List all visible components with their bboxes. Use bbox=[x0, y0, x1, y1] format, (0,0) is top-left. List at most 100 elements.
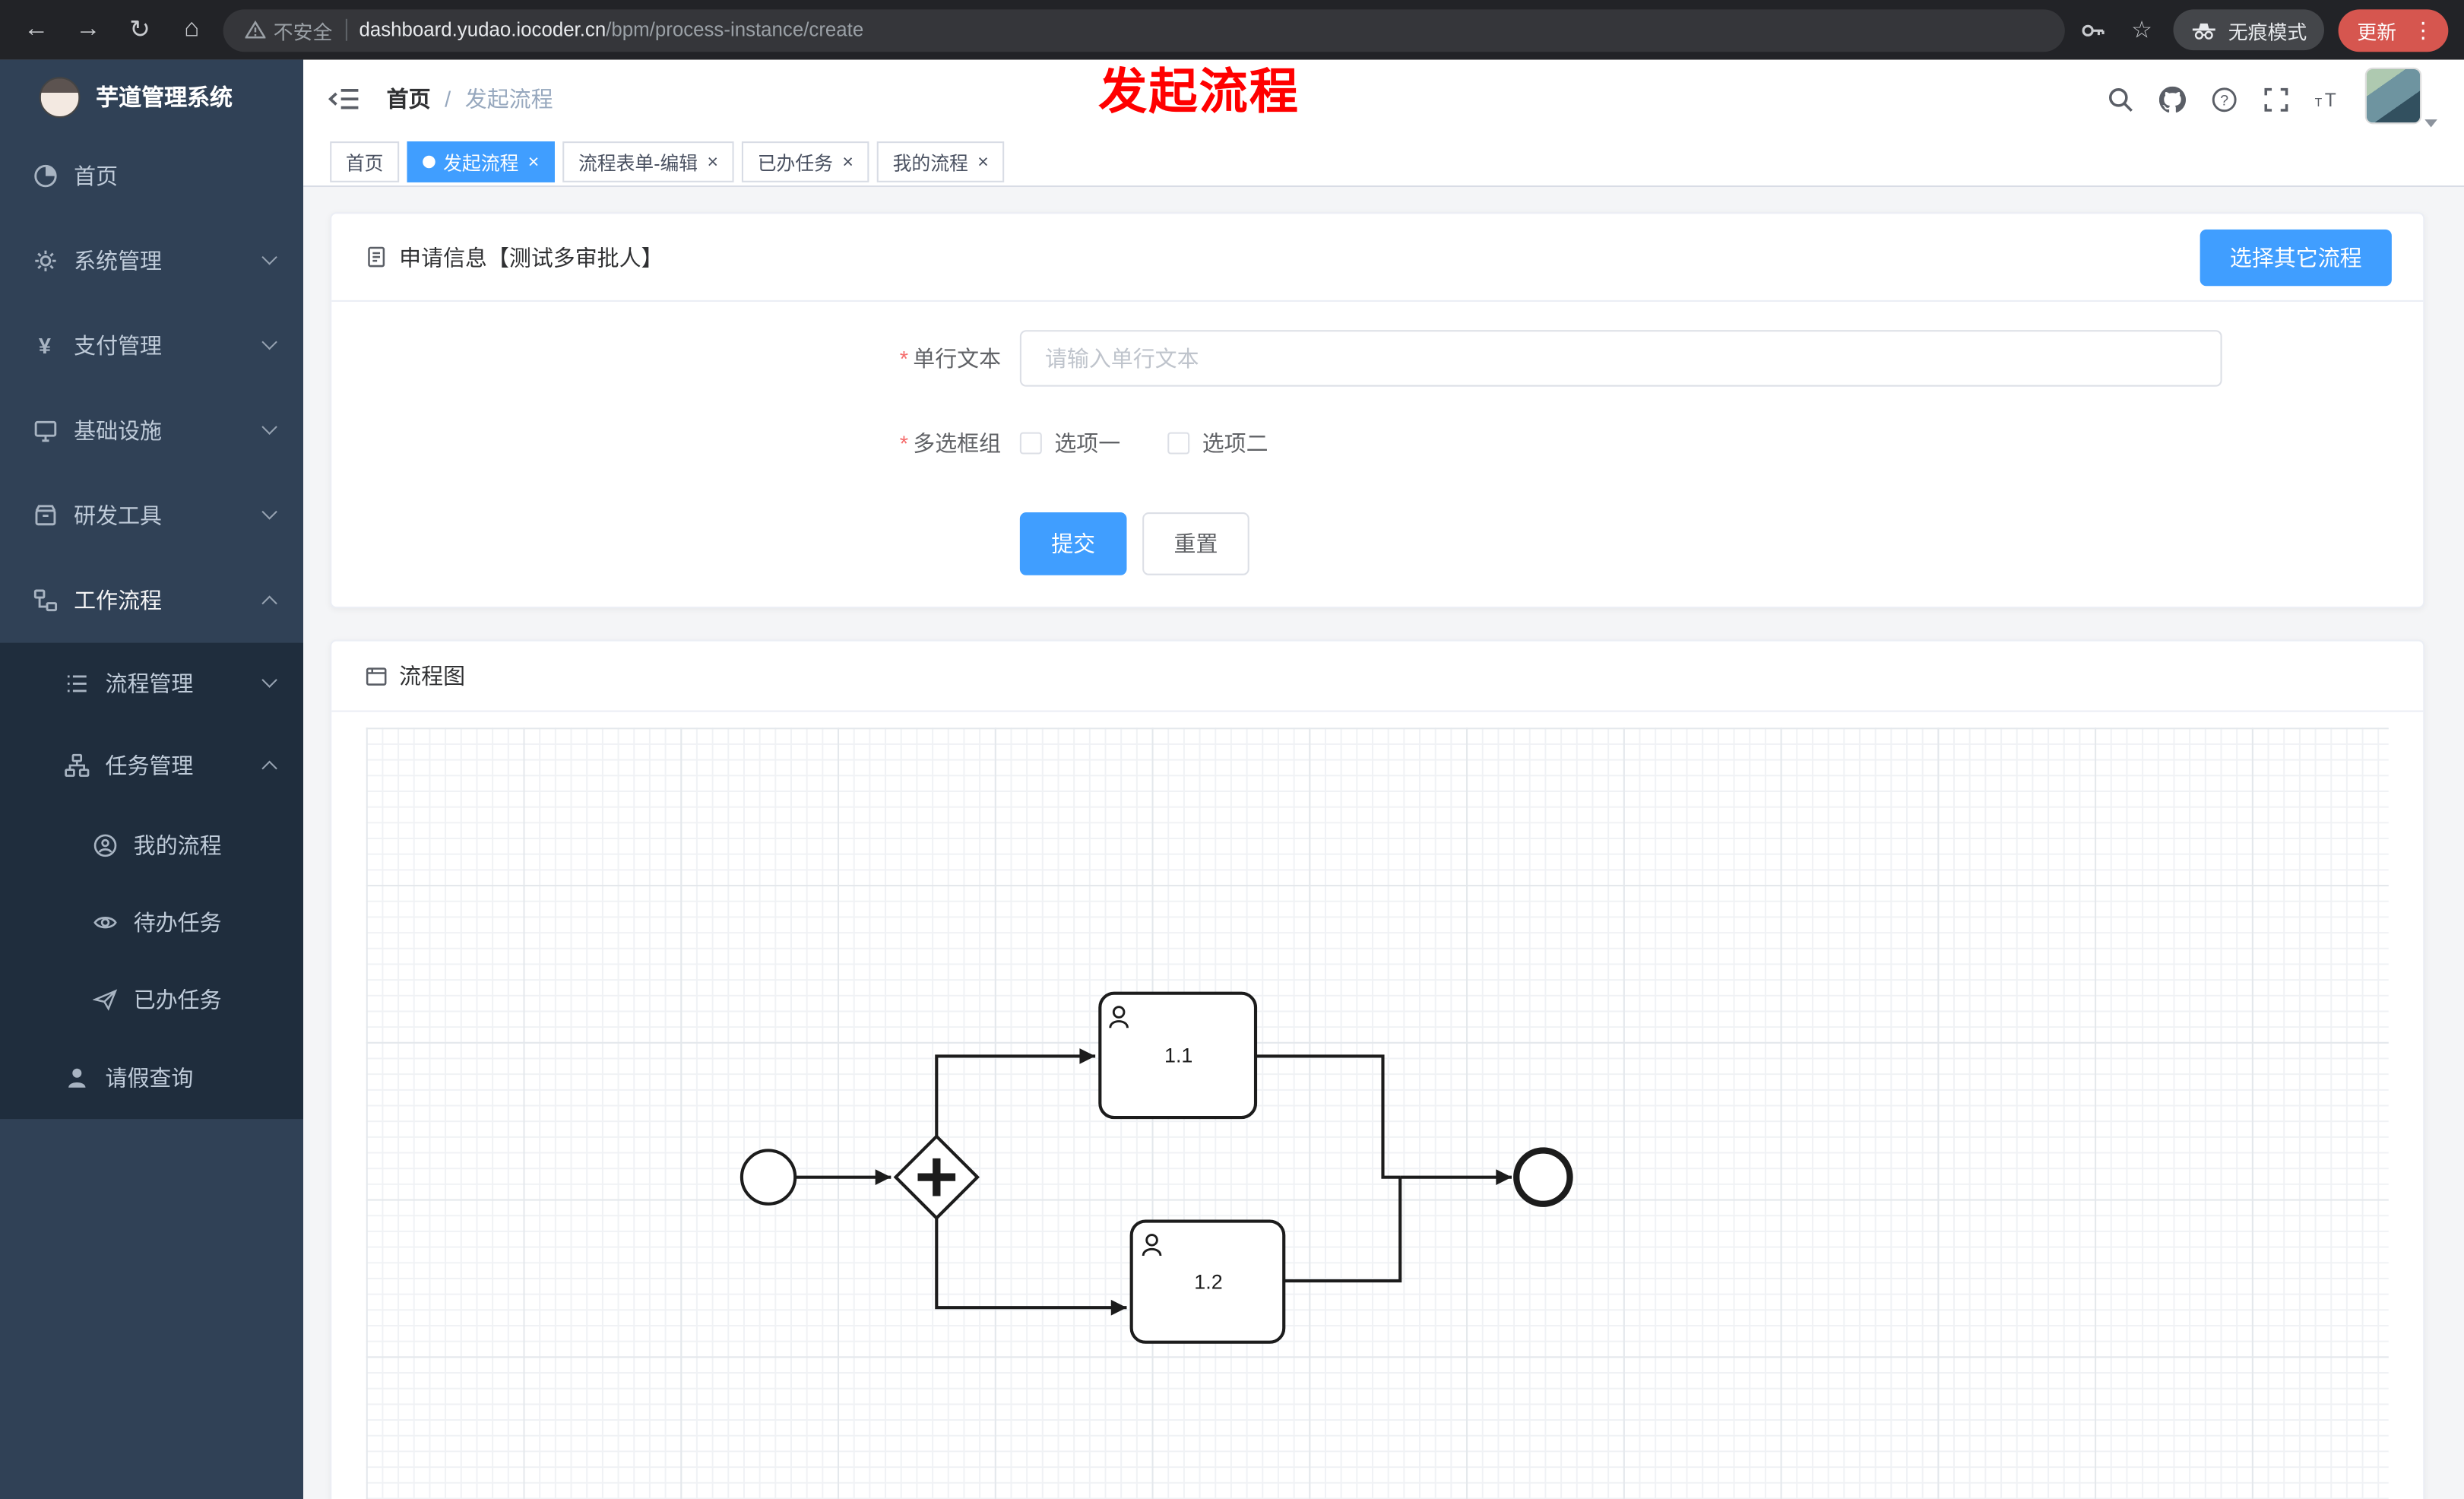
checkbox-option-1[interactable]: 选项一 bbox=[1019, 427, 1120, 458]
chevron-up-icon bbox=[261, 759, 277, 776]
field-label-single-line: *单行文本 bbox=[899, 345, 1002, 371]
bpmn-end-event bbox=[1513, 1147, 1573, 1207]
user-avatar-menu[interactable] bbox=[2364, 67, 2440, 131]
bpmn-plus-icon bbox=[917, 1158, 956, 1196]
bookmark-star-icon[interactable]: ☆ bbox=[2131, 17, 2152, 44]
avatar bbox=[2364, 67, 2422, 125]
tab-done-task[interactable]: 已办任务 × bbox=[742, 141, 869, 182]
user-task-person-icon bbox=[1142, 1234, 1162, 1257]
fullscreen-icon[interactable] bbox=[2258, 82, 2292, 116]
bpmn-task-label: 1.2 bbox=[1194, 1270, 1222, 1293]
sidebar-item-system[interactable]: 系统管理 bbox=[0, 218, 303, 303]
submit-button[interactable]: 提交 bbox=[1019, 512, 1127, 575]
annotation-text: 发起流程 bbox=[1098, 64, 1300, 120]
sidebar-item-label: 首页 bbox=[74, 163, 119, 189]
select-other-process-button[interactable]: 选择其它流程 bbox=[2200, 228, 2392, 286]
bpmn-flow-gateway-task1 bbox=[935, 1048, 1096, 1136]
person-circle-icon bbox=[91, 832, 118, 858]
search-icon[interactable] bbox=[2102, 82, 2136, 116]
url-path: /bpm/process-instance/create bbox=[606, 18, 864, 41]
single-line-text-input[interactable] bbox=[1019, 330, 2222, 387]
close-icon[interactable]: × bbox=[527, 151, 540, 173]
sidebar-item-payment[interactable]: ¥ 支付管理 bbox=[0, 303, 303, 388]
checkbox-box[interactable] bbox=[1167, 432, 1190, 455]
bpmn-diagram: 1.1 1.2 bbox=[740, 991, 1573, 1344]
sidebar-item-label: 工作流程 bbox=[74, 588, 162, 613]
page-content: 申请信息【测试多审批人】 选择其它流程 *单行文本 *多选框组 bbox=[303, 187, 2464, 1499]
font-size-icon[interactable]: T T bbox=[2310, 82, 2344, 116]
svg-text:?: ? bbox=[2219, 91, 2228, 108]
bpmn-flow-gateway-task2 bbox=[935, 1218, 1127, 1316]
sidebar-item-process-management[interactable]: 流程管理 bbox=[0, 643, 303, 725]
chevron-down-icon bbox=[261, 333, 277, 350]
eye-icon bbox=[91, 908, 118, 935]
close-icon[interactable]: × bbox=[707, 151, 719, 173]
tab-label: 发起流程 bbox=[443, 151, 519, 174]
tab-my-process[interactable]: 我的流程 × bbox=[876, 141, 1005, 182]
logo-avatar bbox=[39, 76, 81, 118]
diagram-icon bbox=[363, 664, 388, 689]
sidebar-item-leave-query[interactable]: 请假查询 bbox=[0, 1038, 303, 1120]
hierarchy-icon bbox=[63, 752, 90, 778]
checkbox-label: 选项二 bbox=[1202, 430, 1268, 456]
monitor-icon bbox=[31, 417, 58, 444]
sidebar-item-infrastructure[interactable]: 基础设施 bbox=[0, 388, 303, 474]
github-icon[interactable] bbox=[2155, 82, 2189, 116]
key-icon[interactable] bbox=[2076, 13, 2110, 47]
forward-icon[interactable]: → bbox=[75, 15, 101, 43]
sidebar-item-label: 已办任务 bbox=[133, 986, 222, 1012]
card-title: 流程图 bbox=[399, 663, 466, 689]
tab-label: 我的流程 bbox=[892, 151, 968, 174]
sidebar-collapse-icon[interactable] bbox=[327, 82, 361, 116]
close-icon[interactable]: × bbox=[842, 151, 854, 173]
sidebar-item-task-management[interactable]: 任务管理 bbox=[0, 724, 303, 807]
bpmn-flow-task1-merge bbox=[1256, 1054, 1401, 1179]
incognito-icon bbox=[2192, 22, 2215, 39]
home-icon[interactable]: ⌂ bbox=[184, 15, 200, 43]
omnibox-divider bbox=[344, 18, 347, 41]
tab-label: 已办任务 bbox=[757, 151, 833, 174]
breadcrumb-home[interactable]: 首页 bbox=[386, 86, 431, 112]
sidebar-item-my-process[interactable]: 我的流程 bbox=[0, 807, 303, 883]
sidebar-item-workflow[interactable]: 工作流程 bbox=[0, 558, 303, 643]
url-host: dashboard.yudao.iocoder.cn bbox=[359, 18, 606, 41]
sidebar-item-todo-task[interactable]: 待办任务 bbox=[0, 883, 303, 960]
workflow-submenu: 流程管理 任务管理 bbox=[0, 642, 304, 1120]
bpmn-flow-task2-merge bbox=[1284, 1177, 1402, 1283]
required-asterisk: * bbox=[899, 430, 909, 456]
sidebar-item-done-task[interactable]: 已办任务 bbox=[0, 960, 303, 1037]
back-icon[interactable]: ← bbox=[24, 15, 49, 43]
reload-icon[interactable]: ↻ bbox=[129, 17, 150, 44]
sidebar-item-label: 待办任务 bbox=[133, 909, 222, 935]
reset-button[interactable]: 重置 bbox=[1142, 512, 1249, 575]
address-bar[interactable]: 不安全 dashboard.yudao.iocoder.cn/bpm/proce… bbox=[223, 8, 2065, 52]
checkbox-box[interactable] bbox=[1019, 432, 1042, 455]
sidebar-item-label: 基础设施 bbox=[74, 417, 162, 444]
gear-icon bbox=[31, 248, 58, 274]
tab-home[interactable]: 首页 bbox=[330, 141, 400, 182]
checkbox-option-2[interactable]: 选项二 bbox=[1167, 427, 1268, 458]
browser-menu-icon[interactable]: ⋮ bbox=[2412, 16, 2434, 42]
tab-process-form-edit[interactable]: 流程表单-编辑 × bbox=[562, 141, 734, 182]
tab-initiate-process[interactable]: 发起流程 × bbox=[407, 141, 555, 182]
sidebar-item-home[interactable]: 首页 bbox=[0, 134, 303, 219]
bpmn-canvas[interactable]: 1.1 1.2 bbox=[366, 727, 2389, 1499]
chevron-down-icon bbox=[261, 418, 277, 434]
chrome-update-button[interactable]: 更新 ⋮ bbox=[2338, 8, 2449, 52]
close-icon[interactable]: × bbox=[977, 151, 989, 173]
sidebar-item-devtools[interactable]: 研发工具 bbox=[0, 473, 303, 558]
process-diagram-card: 流程图 bbox=[330, 639, 2425, 1499]
tags-view-bar: 首页 发起流程 × 流程表单-编辑 × 已办任务 × 我的流程 × bbox=[303, 138, 2464, 188]
field-label-checkbox-group: *多选框组 bbox=[899, 430, 1002, 456]
help-icon[interactable]: ? bbox=[2206, 82, 2241, 116]
apply-info-card: 申请信息【测试多审批人】 选择其它流程 *单行文本 *多选框组 bbox=[330, 212, 2425, 609]
not-secure-indicator[interactable]: 不安全 bbox=[245, 15, 332, 45]
app-logo[interactable]: 芋道管理系统 bbox=[0, 60, 303, 134]
incognito-label: 无痕模式 bbox=[2228, 21, 2307, 43]
user-task-person-icon bbox=[1109, 1006, 1129, 1028]
sidebar-item-label: 研发工具 bbox=[74, 502, 162, 528]
breadcrumb-separator: / bbox=[445, 86, 451, 112]
chevron-down-icon bbox=[261, 249, 277, 265]
sidebar-item-label: 支付管理 bbox=[74, 333, 162, 359]
